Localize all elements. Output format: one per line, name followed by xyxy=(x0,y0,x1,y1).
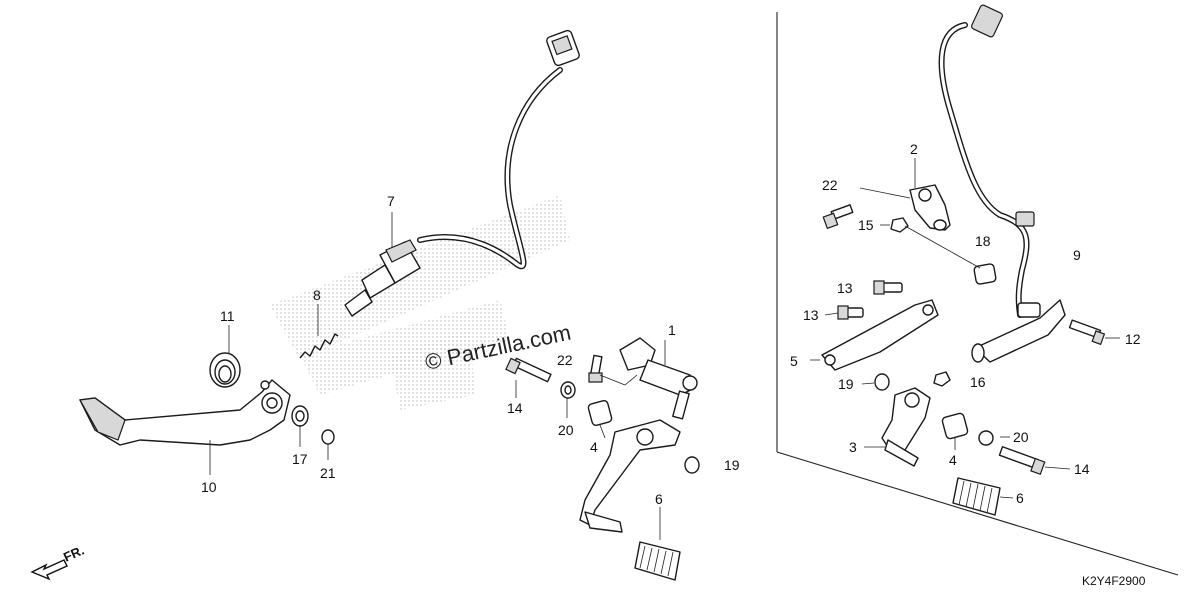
callout-12: 12 xyxy=(1125,331,1141,347)
callout-20-left: 20 xyxy=(558,422,574,438)
callout-7: 7 xyxy=(387,193,395,209)
callout-16: 16 xyxy=(970,374,986,390)
brake-switch-connector xyxy=(546,29,580,67)
callout-9: 9 xyxy=(1073,247,1081,263)
bushing-4-left xyxy=(587,399,613,427)
shift-pedal-rubber-right xyxy=(952,477,1001,516)
callout-2: 2 xyxy=(910,141,918,157)
bolt-14-left xyxy=(505,357,552,383)
callout-3: 3 xyxy=(849,439,857,455)
rear-brake-switch xyxy=(344,239,421,317)
bolt-13-lower xyxy=(837,305,864,320)
callout-14-right: 14 xyxy=(1074,461,1090,477)
bushing-18 xyxy=(973,263,997,285)
rear-brake-pedal xyxy=(79,379,291,446)
connector-right xyxy=(971,4,1003,38)
callout-22-right: 22 xyxy=(822,177,838,193)
wire-clamp-right xyxy=(1015,211,1035,227)
front-direction-arrow: FR. xyxy=(30,543,86,581)
brake-switch-wire xyxy=(417,67,563,270)
callout-18: 18 xyxy=(975,233,991,249)
bolt-14-right xyxy=(998,446,1046,476)
callout-13-upper: 13 xyxy=(837,280,853,296)
callout-22-left: 22 xyxy=(557,352,573,368)
gear-shift-pedal xyxy=(579,419,681,533)
shift-pedal-rubber-left xyxy=(634,541,681,581)
nut-15 xyxy=(890,217,909,233)
washer-19-left xyxy=(684,456,700,474)
brake-switch-spring xyxy=(299,333,339,359)
callout-10: 10 xyxy=(201,479,217,495)
callout-21: 21 xyxy=(320,465,336,481)
bolt-12 xyxy=(1068,319,1106,346)
diagram-code: K2Y4F2900 xyxy=(1082,574,1146,588)
callout-19-left: 19 xyxy=(724,457,740,473)
clip-21 xyxy=(321,429,335,445)
switch-wire-right xyxy=(938,22,1030,318)
washer-17 xyxy=(291,405,309,427)
nut-16 xyxy=(933,371,951,387)
bushing-4-right xyxy=(941,412,969,440)
callout-8: 8 xyxy=(313,287,321,303)
washer-19-right xyxy=(874,373,890,391)
callout-6-right: 6 xyxy=(1016,490,1024,506)
leader-lines xyxy=(209,158,1120,540)
shift-rod-joint xyxy=(619,337,698,420)
bolt-22-right xyxy=(822,204,854,230)
background-dot-logo xyxy=(270,195,570,410)
callout-6-left: 6 xyxy=(655,491,663,507)
washer-20-left xyxy=(560,381,576,399)
callout-19-right: 19 xyxy=(838,376,854,392)
callout-20-right: 20 xyxy=(1013,429,1029,445)
callout-17: 17 xyxy=(292,451,308,467)
callout-13-lower: 13 xyxy=(803,307,819,323)
arm-2 xyxy=(909,184,951,231)
callout-4-left: 4 xyxy=(590,439,598,455)
brake-pedal-return-spring xyxy=(209,352,241,388)
arm-3 xyxy=(881,387,931,467)
switch-assembly-right xyxy=(971,299,1066,363)
callout-4-right: 4 xyxy=(949,452,957,468)
callout-14-left: 14 xyxy=(507,400,523,416)
bolt-13-upper xyxy=(873,280,903,295)
washer-20-right xyxy=(978,430,994,446)
section-divider xyxy=(776,12,1179,576)
callout-11: 11 xyxy=(220,308,235,324)
callout-15: 15 xyxy=(858,217,874,233)
left-callouts: 7 8 11 10 17 21 14 22 20 4 1 19 6 xyxy=(201,193,740,507)
callout-5: 5 xyxy=(790,353,798,369)
front-label: FR. xyxy=(61,543,86,565)
bolt-22-left xyxy=(588,354,603,383)
right-callouts: 2 22 15 18 9 13 13 12 5 19 16 3 4 20 14 … xyxy=(790,141,1141,506)
callout-1: 1 xyxy=(668,322,676,338)
bracket-plate-5 xyxy=(821,299,939,371)
